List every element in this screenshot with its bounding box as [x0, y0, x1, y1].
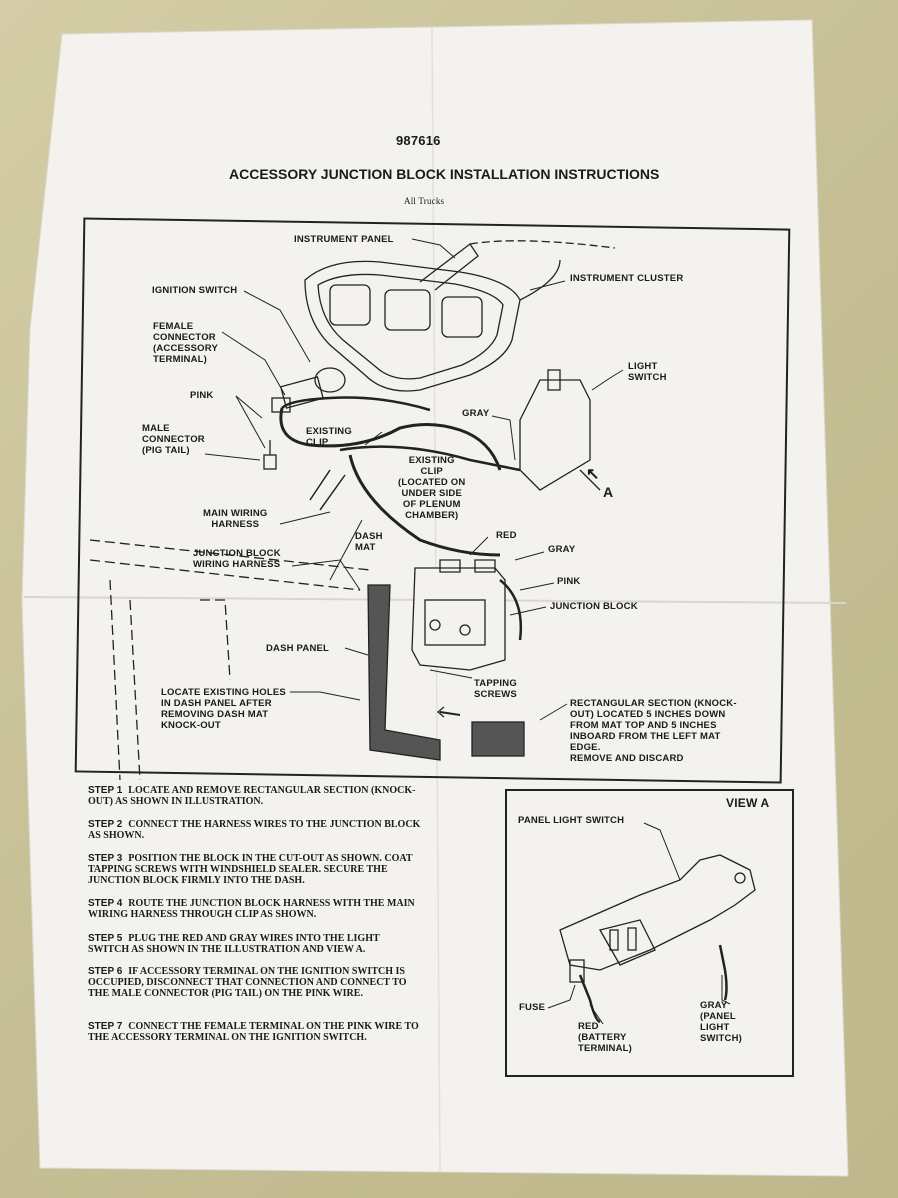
step-number: STEP 7 [88, 1021, 123, 1032]
label-instrument-panel: INSTRUMENT PANEL [294, 234, 394, 245]
step-text: CONNECT THE FEMALE TERMINAL ON THE PINK … [88, 1021, 419, 1043]
label-male-connector: MALE CONNECTOR (PIG TAIL) [142, 423, 205, 456]
leader-lines [204, 238, 731, 1025]
label-ignition-switch: IGNITION SWITCH [152, 285, 238, 296]
step-number: STEP 4 [88, 898, 123, 909]
label-fuse: FUSE [519, 1002, 546, 1013]
label-gray-panel: GRAY (PANEL LIGHT SWITCH) [700, 1000, 743, 1044]
label-locate-holes: LOCATE EXISTING HOLES IN DASH PANEL AFTE… [161, 687, 286, 731]
label-existing-clip-2: EXISTING CLIP (LOCATED ON UNDER SIDE OF … [398, 455, 466, 521]
view-a-title: VIEW A [726, 796, 770, 810]
step-text: ROUTE THE JUNCTION BLOCK HARNESS WITH TH… [88, 898, 415, 920]
label-red: RED [496, 530, 517, 541]
view-a-illustration [559, 854, 756, 1024]
label-panel-light-switch: PANEL LIGHT SWITCH [518, 815, 625, 826]
label-junction-block-harness: JUNCTION BLOCK WIRING HARNESS [193, 548, 281, 570]
step-text: PLUG THE RED AND GRAY WIRES INTO THE LIG… [88, 933, 380, 955]
label-arrow-a: A [603, 484, 614, 500]
label-instrument-cluster: INSTRUMENT CLUSTER [570, 273, 684, 284]
document-subtitle: All Trucks [404, 196, 445, 206]
label-junction-block: JUNCTION BLOCK [550, 601, 638, 612]
label-red-battery: RED (BATTERY TERMINAL) [578, 1021, 633, 1054]
step-text: IF ACCESSORY TERMINAL ON THE IGNITION SW… [88, 966, 407, 999]
label-pink-top: PINK [190, 390, 214, 401]
label-pink-mid: PINK [557, 576, 581, 587]
main-illustration [89, 240, 616, 781]
step-number: STEP 5 [88, 933, 123, 944]
step-text: POSITION THE BLOCK IN THE CUT-OUT AS SHO… [88, 853, 413, 886]
step-number: STEP 6 [88, 966, 123, 977]
label-dash-mat: DASH MAT [355, 531, 383, 553]
label-light-switch: LIGHT SWITCH [628, 361, 667, 383]
step-text: CONNECT THE HARNESS WIRES TO THE JUNCTIO… [88, 819, 421, 841]
label-female-connector: FEMALE CONNECTOR (ACCESSORY TERMINAL) [153, 321, 218, 365]
main-diagram-frame [74, 217, 791, 784]
part-number: 987616 [396, 133, 441, 148]
view-a-frame [505, 789, 794, 1077]
label-dash-panel: DASH PANEL [266, 643, 330, 654]
label-rectangular-section: RECTANGULAR SECTION (KNOCK- OUT) LOCATED… [570, 698, 737, 764]
label-gray-mid: GRAY [548, 544, 576, 555]
arrow-a-icon: ↖ [586, 466, 600, 483]
label-existing-clip-1: EXISTING CLIP [306, 426, 352, 448]
step-text: LOCATE AND REMOVE RECTANGULAR SECTION (K… [88, 785, 416, 807]
document-title: ACCESSORY JUNCTION BLOCK INSTALLATION IN… [229, 166, 660, 182]
label-tapping-screws: TAPPING SCREWS [474, 678, 517, 700]
label-main-wiring-harness: MAIN WIRING HARNESS [203, 508, 268, 530]
step-number: STEP 3 [88, 853, 123, 864]
step-number: STEP 1 [88, 785, 123, 796]
step-number: STEP 2 [88, 819, 123, 830]
label-gray-top: GRAY [462, 408, 490, 419]
